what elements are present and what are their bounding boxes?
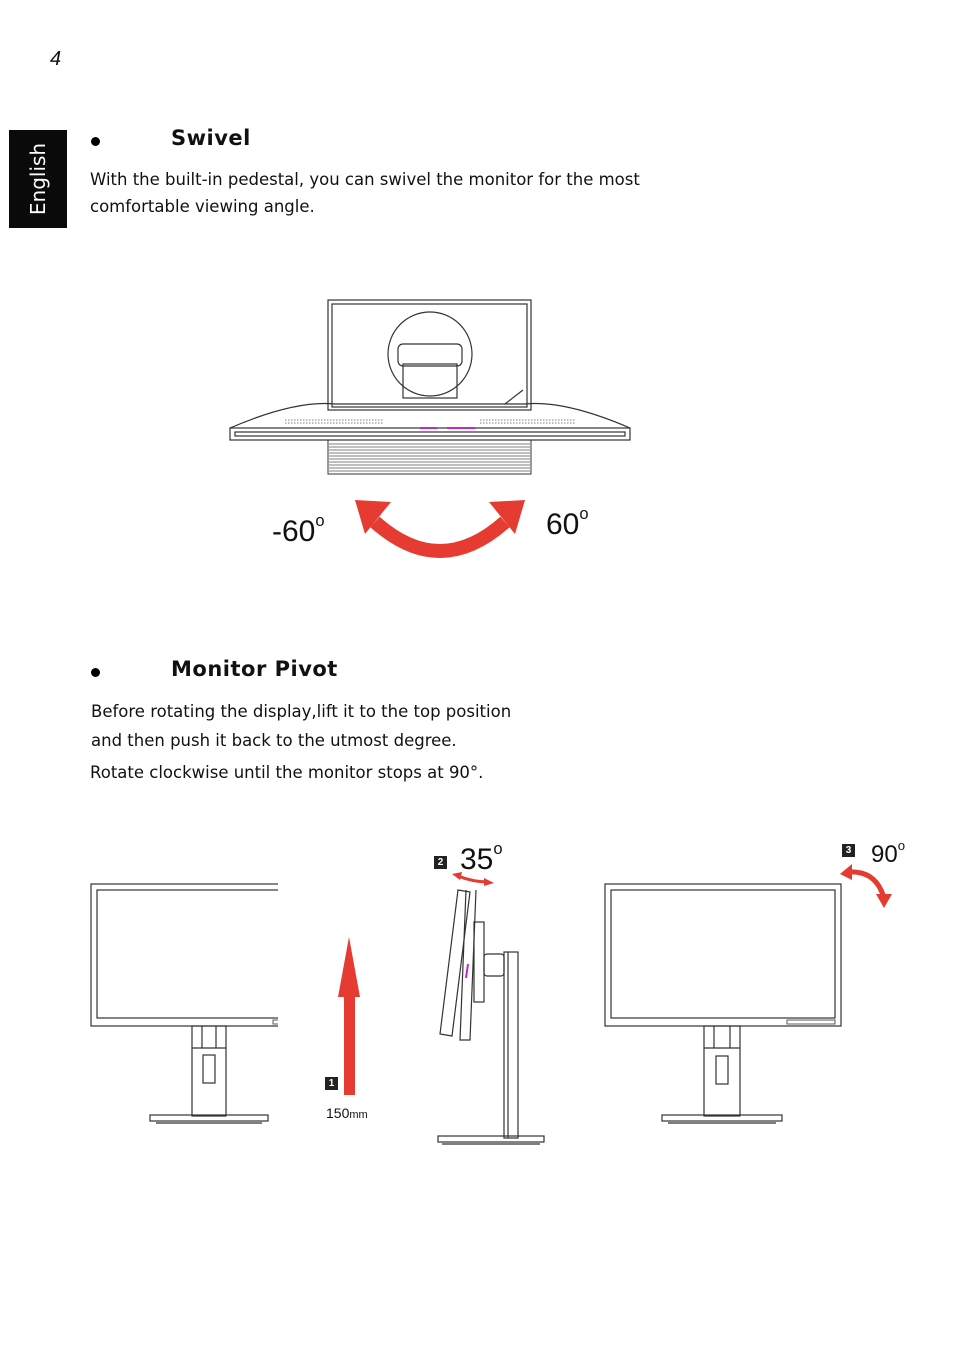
swivel-body-line2: comfortable viewing angle. <box>90 197 315 216</box>
pivot-step3-monitor-front <box>604 883 842 1124</box>
step3-angle-label: 90o <box>871 838 906 868</box>
page-number: 4 <box>50 48 62 70</box>
language-tab: English <box>9 130 67 228</box>
pivot-line3: Rotate clockwise until the monitor stops… <box>90 763 484 782</box>
swivel-right-angle: 60o <box>546 505 589 541</box>
swivel-heading: Swivel <box>171 126 251 150</box>
pivot-step1-up-arrow <box>338 937 360 1095</box>
pivot-step2-monitor-side <box>437 889 545 1145</box>
step2-tilt-arrow <box>452 872 494 886</box>
pivot-line1: Before rotating the display,lift it to t… <box>91 702 512 721</box>
pivot-heading: Monitor Pivot <box>171 657 338 681</box>
step2-angle-label: 35o <box>460 840 503 876</box>
step1-height-label: 150mm <box>326 1105 368 1121</box>
step3-number-badge: 3 <box>842 844 855 857</box>
bullet-pivot <box>91 668 100 677</box>
language-tab-label: English <box>26 142 50 216</box>
swivel-double-arrow <box>355 500 525 558</box>
swivel-monitor-top-view <box>229 299 631 475</box>
pivot-step1-monitor-front <box>90 883 278 1124</box>
step1-number-badge: 1 <box>325 1077 338 1090</box>
pivot-line2: and then push it back to the utmost degr… <box>91 731 457 750</box>
step3-rotate-arrow <box>840 864 892 908</box>
bullet-swivel <box>91 137 100 146</box>
swivel-left-angle: -60o <box>272 512 325 548</box>
swivel-body-line1: With the built-in pedestal, you can swiv… <box>90 170 640 189</box>
step2-number-badge: 2 <box>434 856 447 869</box>
